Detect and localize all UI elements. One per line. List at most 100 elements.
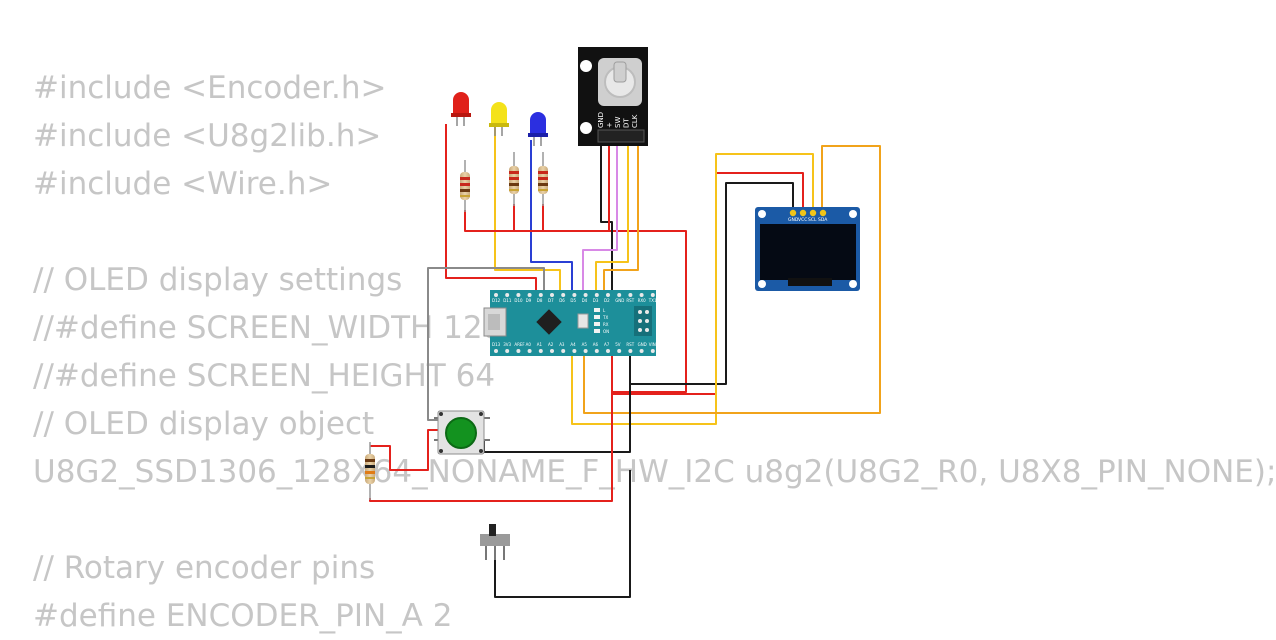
oled-pin-label: VCC — [798, 217, 807, 223]
nano-status-led — [594, 308, 600, 312]
nano-top-pin[interactable] — [527, 293, 532, 297]
nano-bottom-pin[interactable] — [561, 349, 566, 353]
nano-bottom-pin[interactable] — [550, 349, 554, 353]
nano-bottom-pin[interactable] — [494, 349, 498, 353]
wire-resistor-ground-bus[interactable] — [464, 210, 687, 393]
code-line: #include <Wire.h> — [33, 166, 333, 202]
nano-top-pin[interactable] — [617, 293, 622, 297]
nano-top-pin[interactable] — [583, 293, 588, 297]
nano-pin-label: VIN — [649, 342, 656, 347]
wire-button-gnd[interactable] — [483, 350, 631, 453]
wire-red-button-resistor[interactable] — [370, 429, 438, 471]
nano-bottom-pin[interactable] — [594, 349, 599, 353]
nano-pin-label: D11 — [503, 298, 512, 303]
oled-pin[interactable] — [789, 209, 797, 217]
nano-bottom-pin[interactable] — [583, 349, 588, 353]
nano-top-pin[interactable] — [650, 293, 655, 297]
nano-pin-label: 5V — [615, 342, 621, 347]
nano-bottom-pin[interactable] — [572, 349, 577, 353]
nano-top-pin[interactable] — [494, 293, 498, 297]
wire-red-led-to-d7[interactable] — [445, 124, 537, 294]
nano-pin-label: A4 — [570, 342, 576, 347]
nano-led-label: RX — [603, 322, 609, 327]
nano-pin-label: RST — [626, 298, 634, 303]
nano-pin-label: D12 — [492, 298, 501, 303]
wire-encoder-dt[interactable] — [595, 146, 629, 294]
wire-oled-sda[interactable] — [583, 145, 881, 414]
code-line: #include <Encoder.h> — [33, 70, 387, 106]
nano-bottom-pin[interactable] — [628, 349, 633, 353]
nano-top-pin[interactable] — [572, 293, 577, 297]
nano-pin-label: GND — [638, 342, 647, 347]
nano-bottom-pin[interactable] — [650, 349, 655, 353]
nano-pin-label: RST — [626, 342, 634, 347]
nano-pin-label: GND — [615, 298, 624, 303]
nano-top-pin[interactable] — [606, 293, 610, 297]
nano-pin-label: RX0 — [638, 298, 647, 303]
nano-pin-label: A3 — [559, 342, 565, 347]
wire-blue-led-to-d5[interactable] — [530, 140, 573, 294]
code-line: // Rotary encoder pins — [33, 550, 376, 586]
nano-pin-label: A7 — [604, 342, 610, 347]
nano-top-pin[interactable] — [628, 293, 633, 297]
oled-pin[interactable] — [819, 209, 827, 217]
nano-pin-label: A0 — [526, 342, 532, 347]
oled-pin[interactable] — [799, 209, 807, 217]
wire-gray-button[interactable] — [427, 267, 545, 421]
encoder-pin-label: GND — [597, 112, 605, 128]
oled-pin-label: GND — [788, 217, 799, 223]
resistor-4[interactable] — [365, 442, 375, 500]
push-button[interactable] — [434, 410, 490, 455]
resistor-3[interactable] — [538, 152, 548, 206]
nano-bottom-pin[interactable] — [505, 349, 510, 353]
nano-pin-label: D3 — [593, 298, 599, 303]
resistor-1[interactable] — [460, 160, 470, 212]
nano-top-pin[interactable] — [516, 293, 521, 297]
nano-pin-label: A2 — [548, 342, 554, 347]
nano-bottom-pin[interactable] — [527, 349, 532, 353]
nano-pin-label: D6 — [559, 298, 565, 303]
nano-bottom-pin[interactable] — [639, 349, 644, 353]
nano-pin-label: 3V3 — [503, 342, 511, 347]
nano-top-pin[interactable] — [538, 293, 543, 297]
oled-pin[interactable] — [809, 209, 817, 217]
nano-pin-label: AREF — [514, 342, 525, 347]
wire-encoder-gnd[interactable] — [600, 146, 613, 294]
nano-top-pin[interactable] — [505, 293, 510, 297]
nano-pin-label: A5 — [582, 342, 588, 347]
nano-pin-label: D4 — [582, 298, 588, 303]
resistor-2[interactable] — [509, 152, 519, 206]
reset-button[interactable] — [577, 313, 589, 329]
wire-encoder-clk[interactable] — [603, 146, 639, 294]
led-yellow[interactable] — [489, 102, 509, 136]
nano-top-pin[interactable] — [639, 293, 644, 297]
code-line: #define ENCODER_PIN_A 2 — [33, 598, 453, 634]
icsp-header — [634, 306, 652, 336]
nano-pin-label: A1 — [537, 342, 543, 347]
wire-encoder-sw[interactable] — [582, 146, 618, 294]
nano-bottom-pin[interactable] — [617, 349, 622, 353]
nano-top-pin[interactable] — [561, 293, 566, 297]
nano-top-pin[interactable] — [550, 293, 554, 297]
nano-pin-label: D13 — [492, 342, 501, 347]
nano-pin-label: D5 — [570, 298, 576, 303]
nano-top-pin[interactable] — [594, 293, 599, 297]
wire-yellow-led-to-d6[interactable] — [494, 124, 561, 294]
nano-pin-label: D10 — [514, 298, 523, 303]
wire-oled-scl[interactable] — [571, 153, 814, 425]
slide-switch[interactable] — [480, 524, 510, 560]
nano-bottom-pin[interactable] — [606, 349, 610, 353]
nano-bottom-pin[interactable] — [538, 349, 543, 353]
wire-switch-gnd[interactable] — [494, 470, 631, 598]
led-blue[interactable] — [528, 112, 548, 146]
encoder-pin-label: + — [606, 122, 614, 128]
led-red[interactable] — [451, 92, 471, 126]
wire-red-5v-switch[interactable] — [369, 350, 613, 502]
nano-bottom-pin[interactable] — [516, 349, 521, 353]
